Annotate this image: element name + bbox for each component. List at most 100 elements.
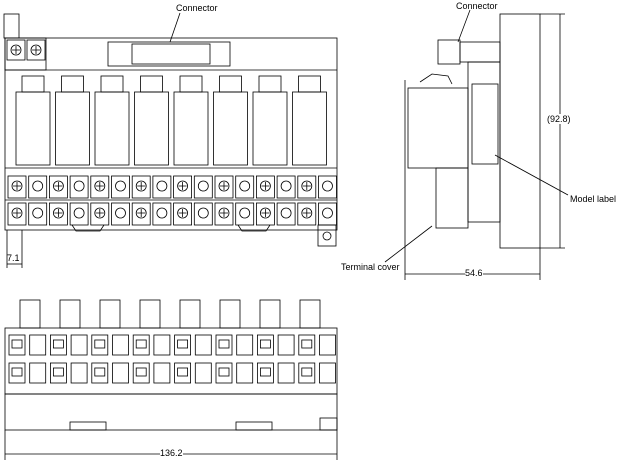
terminal-screw-icon [135,367,147,377]
terminal [111,202,130,226]
relay-latch [219,75,242,93]
terminal-screw-icon [177,180,189,192]
terminal [318,202,337,226]
terminal-screw-icon [259,339,271,349]
terminal [276,202,296,226]
relay-tab [179,299,201,329]
terminal [26,39,46,61]
width-dimension: 136.2 [160,448,183,458]
terminal [7,202,27,226]
relay [213,91,248,166]
terminal-hole-icon [280,180,292,192]
terminal [152,202,172,226]
relay [173,91,209,166]
screw-slot-icon [137,209,146,217]
relay-tab [219,299,241,329]
terminal [214,202,234,226]
relay [292,91,327,166]
relay-tab [59,299,81,329]
depth-dimension: 54.6 [465,268,483,278]
screw-slot-icon [13,182,21,190]
screw-slot-icon [302,182,311,190]
terminal-hole-icon [73,207,85,219]
terminal [318,175,337,199]
terminal-hole-icon [115,180,126,192]
relay-latch [61,75,84,93]
terminal-bottom [194,334,212,356]
terminal-bottom [256,334,274,356]
terminal-bottom [298,334,316,356]
relay [134,91,169,166]
terminal-hole-icon [239,207,251,219]
terminal-screw-icon [53,367,64,377]
terminal-hole-icon [322,180,333,192]
terminal-bottom [50,362,67,384]
screw-slot-icon [178,209,187,217]
relay-latch [179,75,203,93]
terminal-screw-icon [11,180,23,192]
terminal-hole-icon [239,180,251,192]
terminal-hole-icon [322,207,333,219]
front-view [3,12,338,268]
terminal-hole-icon [156,180,168,192]
terminal-screw-icon [301,180,313,192]
terminal-screw-icon [10,44,22,56]
relay-tab [259,299,281,329]
terminal [111,175,130,199]
terminal-hole-icon [197,180,209,192]
relay-tab [299,299,321,329]
terminal-bottom [277,334,295,356]
terminal [214,175,234,199]
terminal-bottom [194,362,212,384]
terminal-bottom [112,362,129,384]
terminal [90,202,110,226]
terminal-bottom [236,334,254,356]
terminal-screw-icon [135,207,147,219]
terminal-bottom [215,334,233,356]
terminal-bottom [256,362,274,384]
terminal-screw-icon [11,367,23,377]
terminal-bottom [319,334,336,356]
screw-slot-icon [54,209,63,217]
terminal-screw-icon [259,207,271,219]
terminal-hole-icon [73,180,85,192]
terminal [49,202,68,226]
screw-slot-icon [137,182,146,190]
terminal-hole-icon [115,207,126,219]
terminal-bottom [132,334,150,356]
terminal [235,202,255,226]
screw-slot-icon [13,209,21,217]
terminal [69,175,89,199]
screw-slot-icon [220,182,228,190]
terminal [173,202,193,226]
screw-slot-icon [302,209,311,217]
terminal-hole-icon [280,207,292,219]
terminal-screw-icon [301,339,313,349]
terminal [7,175,27,199]
terminal [131,175,151,199]
terminal-screw-icon [53,339,64,349]
terminal-screw-icon [53,180,64,192]
bottom-view [4,299,338,460]
terminal-hole-icon [197,207,209,219]
terminal-bottom [153,334,171,356]
terminal-screw-icon [301,207,313,219]
terminal-hole-icon [32,180,44,192]
terminal-bottom [70,362,88,384]
relay [55,91,90,166]
terminal-screw-icon [218,180,230,192]
terminal [49,175,68,199]
terminal-screw-icon [177,207,189,219]
terminal-bottom [8,334,26,356]
terminal [6,39,26,61]
terminal-bottom [29,334,47,356]
screw-slot-icon [32,46,40,54]
terminal-bottom [112,334,129,356]
terminal-bottom [50,334,67,356]
terminal [173,175,193,199]
terminal-screw-icon [94,180,106,192]
screw-slot-icon [261,209,270,217]
connector-label-side: Connector [456,1,498,11]
